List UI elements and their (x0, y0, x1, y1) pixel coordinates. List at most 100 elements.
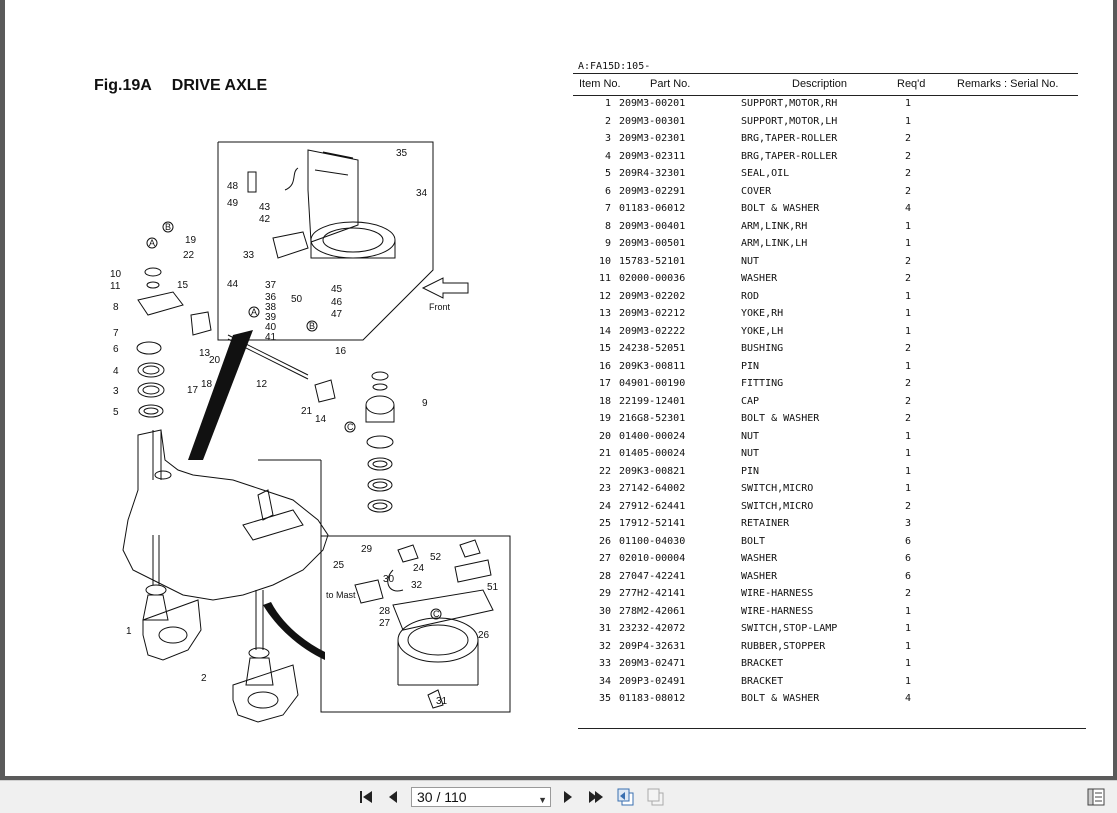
cell-item-no: 5 (604, 168, 611, 179)
cell-description: YOKE,LH (741, 325, 784, 337)
cell-part-no: 23232-42072 (619, 623, 686, 634)
cell-item-no: 14 (598, 325, 611, 337)
cell-item-no: 10 (598, 255, 611, 267)
first-page-button[interactable] (355, 787, 377, 807)
svg-text:A: A (149, 238, 155, 248)
cell-item-no: 15 (598, 343, 611, 354)
cell-item-no: 34 (598, 675, 611, 687)
previous-page-button[interactable] (382, 787, 404, 807)
cell-item-no: 1 (604, 98, 611, 109)
cell-description: WIRE-HARNESS (741, 588, 814, 599)
cell-description: RUBBER,STOPPER (741, 640, 826, 652)
cell-part-no: 02000-00036 (619, 273, 686, 284)
leader-arrow-upper (188, 330, 253, 460)
cell-description: WIRE-HARNESS (741, 605, 814, 617)
cell-qty-required: 1 (905, 98, 912, 109)
cell-item-no: 22 (598, 465, 611, 477)
cell-part-no: 01183-08012 (619, 693, 686, 704)
cell-qty-required: 1 (905, 448, 912, 459)
cell-part-no: 277H2-42141 (619, 588, 686, 599)
svg-text:3: 3 (113, 386, 119, 397)
cell-part-no: 24238-52051 (619, 343, 686, 354)
last-page-button[interactable] (585, 787, 607, 807)
cell-description: BRG,TAPER-ROLLER (741, 133, 838, 144)
cell-item-no: 23 (598, 483, 611, 494)
cell-description: BOLT (741, 535, 766, 547)
cell-qty-required: 6 (905, 535, 912, 547)
cell-part-no: 209P3-02491 (619, 675, 686, 687)
cell-description: FITTING (741, 378, 784, 389)
svg-text:45: 45 (331, 284, 343, 295)
cell-qty-required: 2 (905, 395, 912, 407)
cell-part-no: 216G8-52301 (619, 413, 686, 424)
cell-part-no: 209K3-00821 (619, 465, 686, 477)
cell-part-no: 209P4-32631 (619, 640, 686, 652)
cell-description: WASHER (741, 553, 778, 564)
svg-text:17: 17 (187, 385, 199, 396)
svg-text:26: 26 (478, 630, 490, 641)
chevron-down-icon[interactable]: ▼ (538, 795, 547, 805)
svg-text:28: 28 (379, 606, 391, 617)
cell-description: SEAL,OIL (741, 168, 790, 179)
next-page-button[interactable] (557, 787, 579, 807)
cell-item-no: 32 (598, 640, 611, 652)
cell-item-no: 31 (598, 623, 611, 634)
table-end-rule (578, 728, 1086, 729)
back-navigation-button[interactable] (615, 787, 637, 807)
cell-description: SWITCH,STOP-LAMP (741, 623, 838, 634)
front-arrow-icon (421, 277, 469, 299)
cell-qty-required: 2 (905, 588, 912, 599)
cell-item-no: 6 (604, 185, 611, 197)
leader-arrow-lower (263, 602, 325, 660)
cell-description: BUSHING (741, 343, 784, 354)
cell-qty-required: 2 (905, 185, 912, 197)
svg-text:47: 47 (331, 309, 343, 320)
cell-qty-required: 1 (905, 325, 912, 337)
figure-title: DRIVE AXLE (171, 77, 268, 94)
cell-part-no: 01400-00024 (619, 430, 686, 442)
forward-navigation-button[interactable] (645, 787, 667, 807)
svg-text:15: 15 (177, 280, 189, 291)
cell-part-no: 01100-04030 (619, 535, 686, 547)
cell-part-no: 15783-52101 (619, 255, 686, 267)
cell-part-no: 209M3-00401 (619, 220, 686, 232)
page-number-field[interactable]: 30 / 110 ▼ (411, 787, 551, 807)
cell-part-no: 209R4-32301 (619, 168, 686, 179)
cell-item-no: 7 (604, 203, 611, 214)
cell-item-no: 18 (598, 395, 611, 407)
cell-qty-required: 4 (905, 693, 912, 704)
cell-part-no: 278M2-42061 (619, 605, 686, 617)
cell-description: RETAINER (741, 518, 790, 529)
sidebar-toggle-button[interactable] (1085, 787, 1107, 807)
svg-text:8: 8 (113, 302, 119, 313)
cell-part-no: 209M3-00301 (619, 115, 686, 127)
cell-part-no: 209M3-02202 (619, 290, 686, 302)
cell-item-no: 27 (598, 553, 611, 564)
next-page-icon (564, 791, 572, 803)
cell-item-no: 35 (598, 693, 611, 704)
cell-description: BRACKET (741, 675, 784, 687)
cell-description: BOLT & WASHER (741, 693, 820, 704)
svg-text:24: 24 (413, 563, 425, 574)
cell-qty-required: 2 (905, 150, 912, 162)
previous-page-icon (389, 791, 397, 803)
svg-text:46: 46 (331, 297, 343, 308)
svg-text:12: 12 (256, 379, 268, 390)
cell-qty-required: 2 (905, 255, 912, 267)
cell-part-no: 17912-52141 (619, 518, 686, 529)
svg-text:C: C (433, 609, 440, 619)
cell-item-no: 26 (598, 535, 611, 547)
cell-part-no: 209M3-02471 (619, 658, 686, 669)
forward-page-icon (647, 788, 664, 806)
